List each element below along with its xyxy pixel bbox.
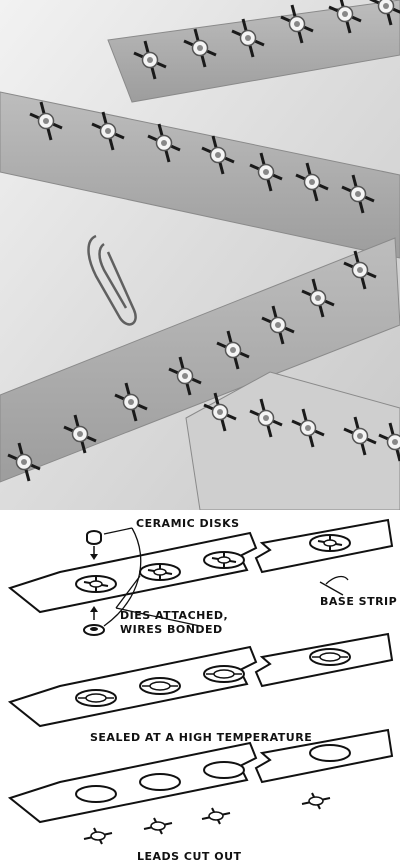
die-3 (203, 551, 245, 569)
sealed-unit-2 (139, 677, 181, 695)
leader-lines (103, 527, 349, 627)
die-1 (75, 575, 117, 593)
photo-strip-4 (185, 371, 400, 510)
die-2 (139, 563, 181, 581)
cut-transistor-1 (83, 827, 113, 845)
empty-hole-3 (203, 761, 245, 779)
photo-strip-1 (107, 0, 400, 103)
empty-hole-1 (75, 785, 117, 803)
label-sealed: SEALED AT A HIGH TEMPERATURE (90, 731, 313, 744)
paper-clip (87, 234, 137, 326)
empty-hole-4 (309, 744, 351, 762)
label-ceramic-disks: CERAMIC DISKS (136, 517, 240, 530)
label-wires-bonded: WIRES BONDED (120, 623, 223, 636)
cut-transistor-4 (301, 792, 331, 810)
base-strip-stage-2 (7, 632, 394, 728)
label-leads-cut-out: LEADS CUT OUT (137, 850, 242, 863)
ceramic-disk-bottom (83, 606, 105, 636)
diagram-drawing (7, 518, 394, 845)
sealed-unit-1 (75, 689, 117, 707)
sealed-unit-4 (309, 648, 351, 666)
cut-transistor-3 (201, 807, 231, 825)
die-4 (309, 534, 351, 552)
photo-strip-3 (0, 237, 400, 483)
assembly-diagram: CERAMIC DISKS BASE STRIP DIES ATTACHED, … (0, 510, 400, 865)
cut-transistor-2 (143, 817, 173, 835)
label-dies-attached: DIES ATTACHED, (120, 609, 229, 622)
sealed-unit-3 (203, 665, 245, 683)
photo-strip-2 (0, 91, 400, 259)
strip-photo (0, 0, 400, 510)
empty-hole-2 (139, 773, 181, 791)
ceramic-disk-top (86, 530, 102, 560)
label-base-strip: BASE STRIP (320, 595, 398, 608)
